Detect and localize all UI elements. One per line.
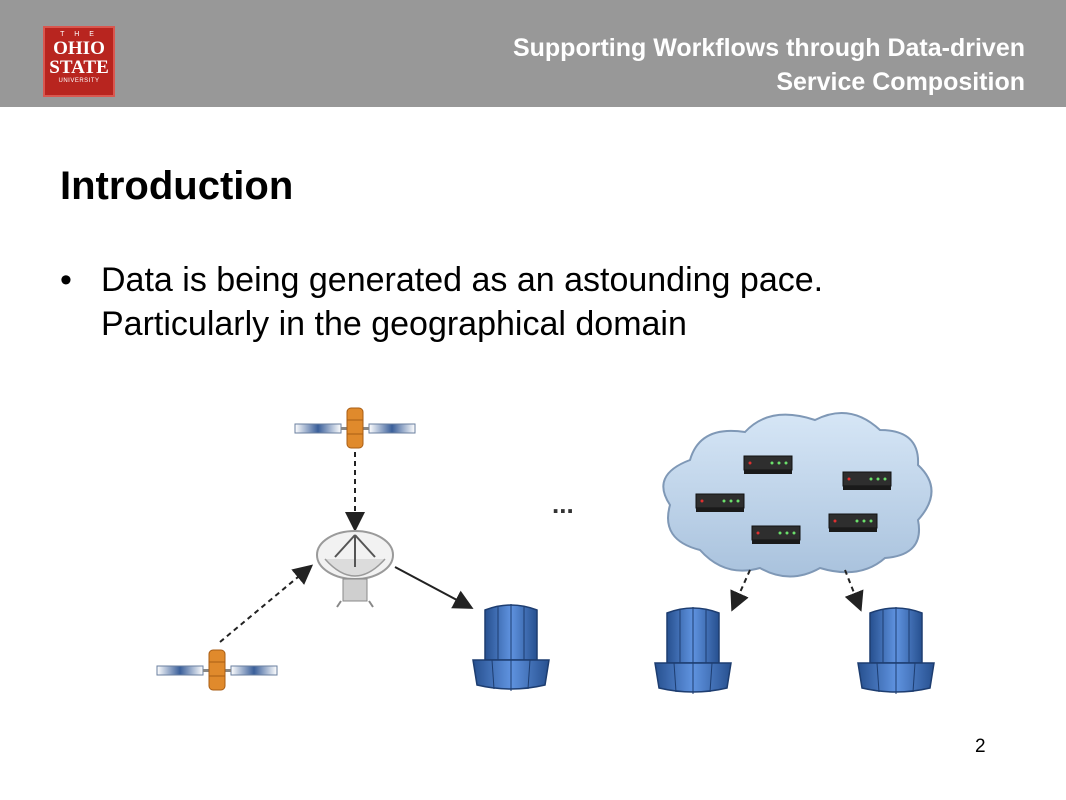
- server-icon: [842, 471, 892, 490]
- cloud-icon: [662, 412, 933, 578]
- presentation-title: Supporting Workflows through Data-driven…: [513, 31, 1025, 99]
- satellite-icon: [294, 407, 416, 449]
- satellite-dish-icon: [316, 530, 394, 608]
- slide-header: T H E OHIO STATE UNIVERSITY Supporting W…: [0, 0, 1066, 107]
- compute-cluster-icon: [472, 604, 550, 691]
- server-icon: [751, 525, 801, 544]
- presentation-title-line1: Supporting Workflows through Data-driven: [512, 34, 1025, 62]
- logo-university: UNIVERSITY: [58, 78, 100, 84]
- page-number: 2: [975, 736, 986, 757]
- cloud-download-arrow: [730, 569, 751, 612]
- satellite-icon: [156, 649, 278, 691]
- logo-the: T H E: [60, 31, 98, 38]
- diagram-ellipsis: ...: [552, 489, 574, 519]
- uplink-arrow: [219, 564, 314, 643]
- logo-state: STATE: [49, 57, 109, 78]
- compute-cluster-icon: [654, 607, 732, 694]
- server-icon: [743, 455, 793, 474]
- slide-title: Introduction: [60, 164, 294, 208]
- cloud-download-arrow: [844, 569, 864, 612]
- server-icon: [695, 493, 745, 512]
- ohio-state-logo: T H E OHIO STATE UNIVERSITY: [43, 26, 115, 97]
- compute-cluster-icon: [857, 607, 935, 694]
- logo-ohio: OHIO: [53, 38, 105, 59]
- bullet-marker: •: [60, 261, 72, 299]
- transfer-arrow: [394, 566, 474, 609]
- server-icon: [828, 513, 878, 532]
- data-sources-diagram: [156, 407, 935, 694]
- presentation-title-line2: Service Composition: [776, 68, 1025, 96]
- bullet-text: Data is being generated as an astounding…: [101, 261, 824, 343]
